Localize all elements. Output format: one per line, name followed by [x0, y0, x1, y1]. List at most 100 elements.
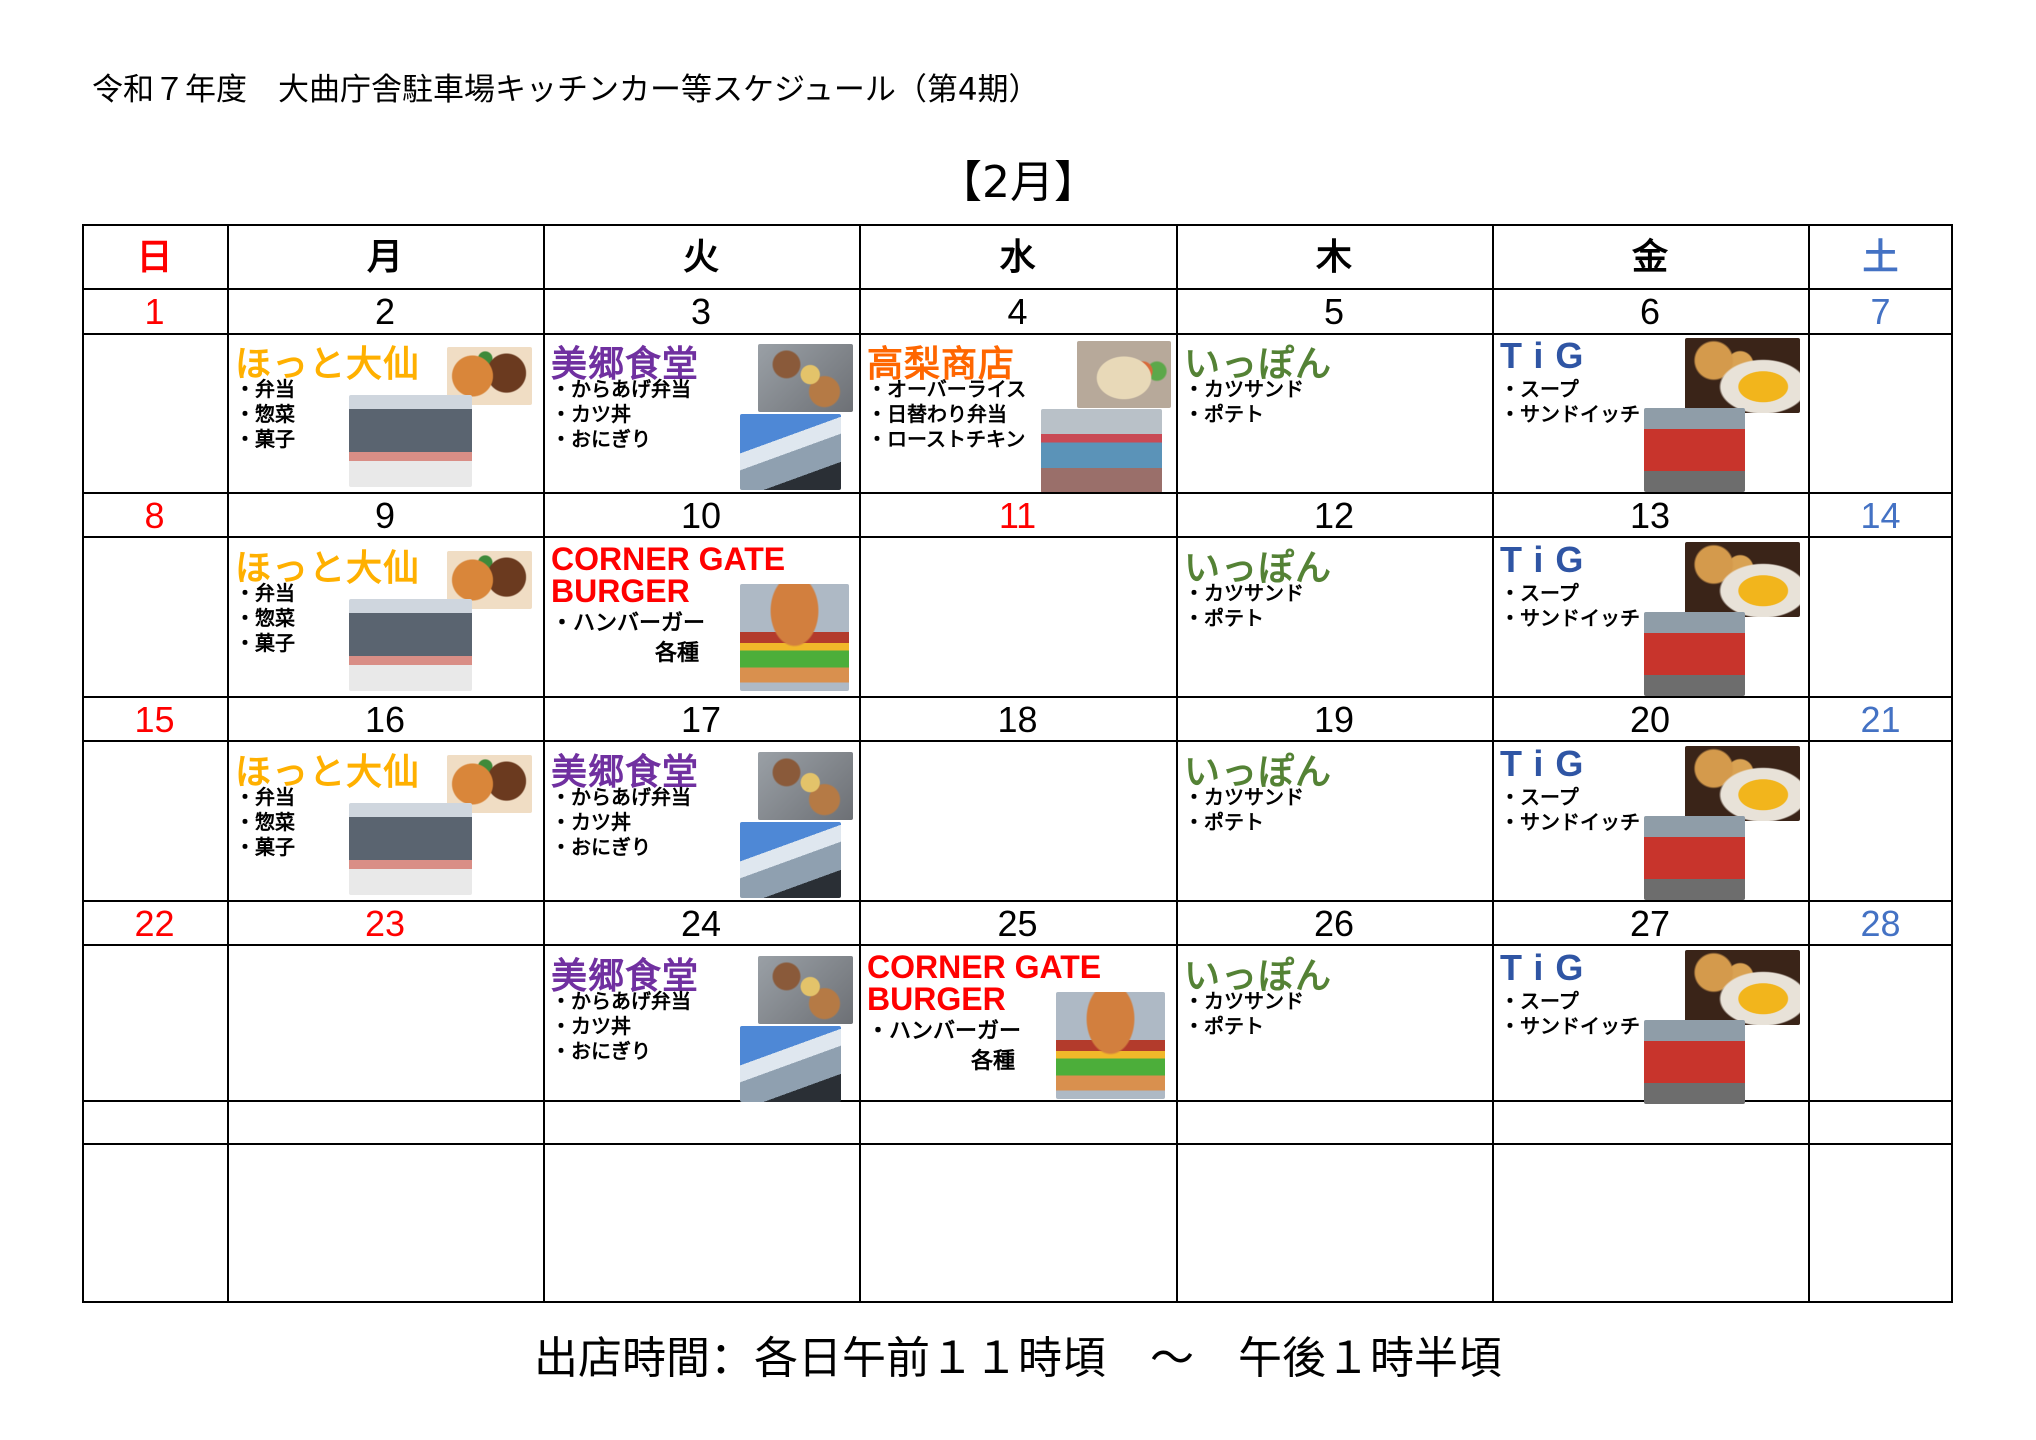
burger-photo	[740, 584, 849, 691]
grid-line	[82, 900, 1953, 902]
grid-line	[82, 1143, 1953, 1145]
menu-item: ・ポテト	[1184, 1014, 1264, 1038]
calendar-grid	[82, 224, 1953, 1303]
opening-hours: 出店時間：各日午前１１時頃 ～ 午後１時半頃	[534, 1333, 1502, 1384]
vendor-name: ほっと大仙	[235, 752, 421, 793]
menu-item: 各種	[971, 1049, 1016, 1074]
grid-line	[82, 1100, 1953, 1102]
menu-items: ・弁当・惣菜・菓子	[235, 581, 295, 656]
menu-items: ・カツサンド・ポテト	[1184, 377, 1304, 427]
date-number: 12	[1313, 495, 1355, 536]
menu-item: ・弁当	[235, 785, 295, 809]
grid-line	[82, 288, 1953, 290]
date-number: 5	[1323, 291, 1345, 332]
date-number: 4	[1007, 291, 1028, 332]
date-number: 22	[134, 903, 175, 944]
month-label: 【2月】	[938, 157, 1098, 208]
vendor-name-line2: BURGER	[551, 573, 690, 609]
vendor-entry-hotto: ほっと大仙・弁当・惣菜・菓子	[229, 743, 543, 900]
menu-items: ・からあげ弁当・カツ丼・おにぎり	[551, 989, 691, 1064]
date-number: 28	[1860, 903, 1901, 944]
vendor-name: 美郷食堂	[551, 956, 700, 997]
soup-photo	[1685, 950, 1800, 1025]
menu-item: ・弁当	[235, 581, 295, 605]
over-rice-photo	[1077, 341, 1171, 408]
vendor-name: ほっと大仙	[235, 548, 421, 589]
karaage-photo	[758, 752, 853, 820]
menu-item: ・サンドイッチ	[1500, 810, 1640, 834]
menu-items: ・ハンバーガー各種	[867, 1017, 1021, 1077]
menu-item: ・ポテト	[1184, 810, 1264, 834]
menu-items: ・ハンバーガー各種	[551, 609, 705, 669]
vendor-entry-misato: 美郷食堂・からあげ弁当・カツ丼・おにぎり	[545, 743, 859, 900]
date-number: 13	[1629, 495, 1671, 536]
menu-item: ・ポテト	[1184, 402, 1264, 426]
karaage-photo	[758, 344, 853, 412]
stall-photo	[740, 822, 841, 898]
menu-item: ・日替わり弁当	[867, 402, 1007, 426]
menu-item: ・カツ丼	[551, 402, 631, 426]
date-number: 3	[690, 291, 712, 332]
date-number: 20	[1629, 699, 1671, 740]
date-number: 1	[144, 291, 165, 332]
grid-line	[1492, 224, 1494, 1303]
menu-item: ・ハンバーガー	[551, 611, 706, 636]
vendor-name-line1: CORNER GATE	[551, 541, 786, 577]
menu-item: ・スープ	[1500, 989, 1579, 1013]
vendor-entry-ippon: いっぽん・カツサンド・ポテト	[1178, 743, 1492, 900]
menu-items: ・カツサンド・ポテト	[1184, 989, 1304, 1039]
menu-item: ・スープ	[1500, 785, 1579, 809]
date-number: 2	[374, 291, 396, 332]
menu-items: ・カツサンド・ポテト	[1184, 785, 1304, 835]
menu-item: ・惣菜	[235, 606, 295, 630]
vendor-name: いっぽん	[1184, 752, 1333, 793]
grid-line	[227, 224, 229, 1303]
weekday-header-thu: 木	[1315, 237, 1352, 278]
menu-item: ・弁当	[235, 377, 295, 401]
food-truck-photo	[349, 395, 472, 487]
menu-items: ・スープ・サンドイッチ	[1500, 377, 1640, 427]
grid-line	[543, 224, 545, 1303]
vendor-entry-ippon: いっぽん・カツサンド・ポテト	[1178, 335, 1492, 492]
menu-item: ・菓子	[235, 427, 295, 451]
vendor-name: いっぽん	[1184, 344, 1333, 385]
date-number: 6	[1639, 291, 1661, 332]
date-number: 18	[997, 699, 1038, 740]
menu-item: ・からあげ弁当	[551, 785, 691, 809]
food-truck-photo	[1644, 1020, 1745, 1104]
soup-photo	[1685, 338, 1800, 413]
date-number: 24	[680, 903, 722, 944]
vendor-name: いっぽん	[1184, 956, 1333, 997]
vendor-name-line2: BURGER	[867, 981, 1006, 1017]
date-number: 11	[998, 495, 1037, 536]
food-truck-photo	[1041, 409, 1162, 492]
date-number: 27	[1629, 903, 1671, 944]
stall-photo	[740, 1026, 841, 1102]
vendor-name-line1: CORNER GATE	[867, 949, 1102, 985]
date-number: 14	[1860, 495, 1901, 536]
weekday-header-sun: 日	[136, 237, 173, 278]
menu-item: ・サンドイッチ	[1500, 1014, 1640, 1038]
date-number: 19	[1313, 699, 1355, 740]
menu-item: ・カツサンド	[1184, 989, 1304, 1013]
vendor-entry-misato: 美郷食堂・からあげ弁当・カツ丼・おにぎり	[545, 947, 859, 1104]
menu-item: ・スープ	[1500, 377, 1579, 401]
menu-item: ・オーバーライス	[867, 377, 1027, 401]
date-number: 8	[144, 495, 165, 536]
menu-item: ・サンドイッチ	[1500, 606, 1640, 630]
menu-items: ・弁当・惣菜・菓子	[235, 785, 295, 860]
food-truck-photo	[349, 599, 472, 691]
weekday-header-tue: 火	[682, 237, 719, 278]
vendor-name: TiG	[1500, 947, 1596, 988]
menu-item: ・カツ丼	[551, 810, 631, 834]
menu-item: ・カツサンド	[1184, 785, 1304, 809]
menu-item: ・ローストチキン	[867, 427, 1026, 451]
menu-item: ・おにぎり	[551, 427, 651, 451]
menu-item: ・おにぎり	[551, 1039, 651, 1063]
food-truck-photo	[349, 803, 472, 895]
vendor-name: 美郷食堂	[551, 344, 700, 385]
burger-photo	[1056, 992, 1165, 1099]
date-number: 16	[364, 699, 406, 740]
